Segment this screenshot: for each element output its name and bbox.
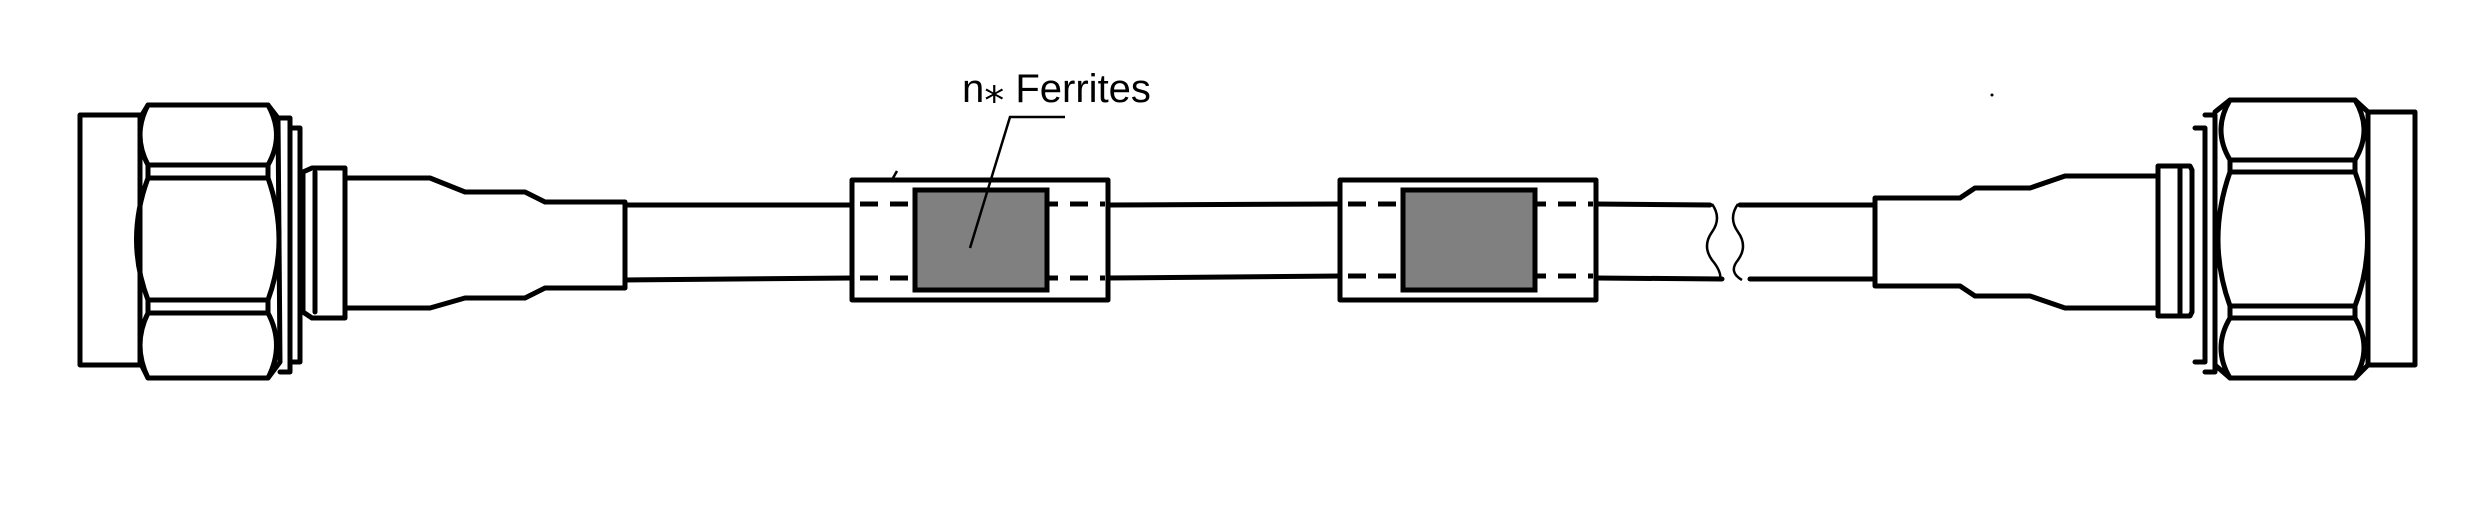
ferrite-sleeve-1 bbox=[849, 170, 1111, 303]
cable-right-top bbox=[1593, 201, 1713, 208]
right-nut-facet-middle bbox=[2215, 169, 2370, 309]
cable-segment-far-right bbox=[1737, 202, 1878, 282]
cable-mid-top bbox=[1105, 201, 1343, 208]
left-nut-rail-inner bbox=[287, 125, 303, 365]
left-end-cap bbox=[77, 112, 143, 368]
left-nut-facet-top bbox=[137, 102, 279, 168]
cable-segment-right bbox=[1593, 201, 1725, 282]
left-nut-facet-bottom bbox=[137, 310, 279, 381]
right-nut-facet-bottom bbox=[2218, 315, 2367, 381]
right-nut-band-bottom bbox=[2227, 303, 2358, 321]
ferrite-sleeve-2-outline bbox=[1337, 177, 1599, 303]
left-hex-nut bbox=[137, 102, 283, 381]
cable-segment-left bbox=[622, 202, 855, 283]
cable-right-bottom bbox=[1593, 275, 1725, 282]
right-connector bbox=[1872, 97, 2418, 381]
ferrite-callout: n⁎ Ferrites bbox=[962, 67, 1151, 249]
ferrite-sleeve-1-outline bbox=[849, 177, 1111, 303]
right-nut-rail-inner bbox=[2192, 125, 2208, 365]
left-nut-band-bottom bbox=[145, 297, 271, 316]
right-nut-rail bbox=[2202, 112, 2218, 375]
left-nut-facet-middle bbox=[134, 175, 282, 303]
speck bbox=[1990, 93, 1994, 97]
ferrite-core-2 bbox=[1400, 187, 1538, 293]
left-nut-band-top bbox=[145, 162, 271, 181]
cable-bottom-edge bbox=[622, 275, 855, 283]
ferrite-core-1 bbox=[912, 187, 1050, 293]
ferrite-sleeve-2 bbox=[1337, 177, 1599, 303]
right-end-cap bbox=[2365, 109, 2418, 368]
sleeve-1-tick bbox=[891, 170, 899, 179]
cable-segment-middle bbox=[1105, 201, 1343, 281]
left-connector bbox=[77, 102, 628, 381]
right-crimp-ring bbox=[2155, 163, 2195, 319]
ferrite-leader-line bbox=[968, 115, 1065, 249]
left-ferrule bbox=[342, 175, 628, 311]
cable-break-right bbox=[1731, 203, 1745, 282]
cable-mid-bottom bbox=[1105, 273, 1343, 281]
right-nut-band-top bbox=[2227, 157, 2358, 175]
right-ferrule bbox=[1872, 173, 2161, 311]
cable-break-left bbox=[1705, 203, 1722, 281]
ferrite-label: n⁎ Ferrites bbox=[962, 67, 1151, 111]
right-hex-nut bbox=[2212, 97, 2371, 381]
left-crimp-ring bbox=[300, 165, 348, 321]
left-nut-rail bbox=[277, 115, 293, 375]
cable-break bbox=[1705, 203, 1745, 282]
right-nut-facet-top bbox=[2218, 97, 2367, 163]
